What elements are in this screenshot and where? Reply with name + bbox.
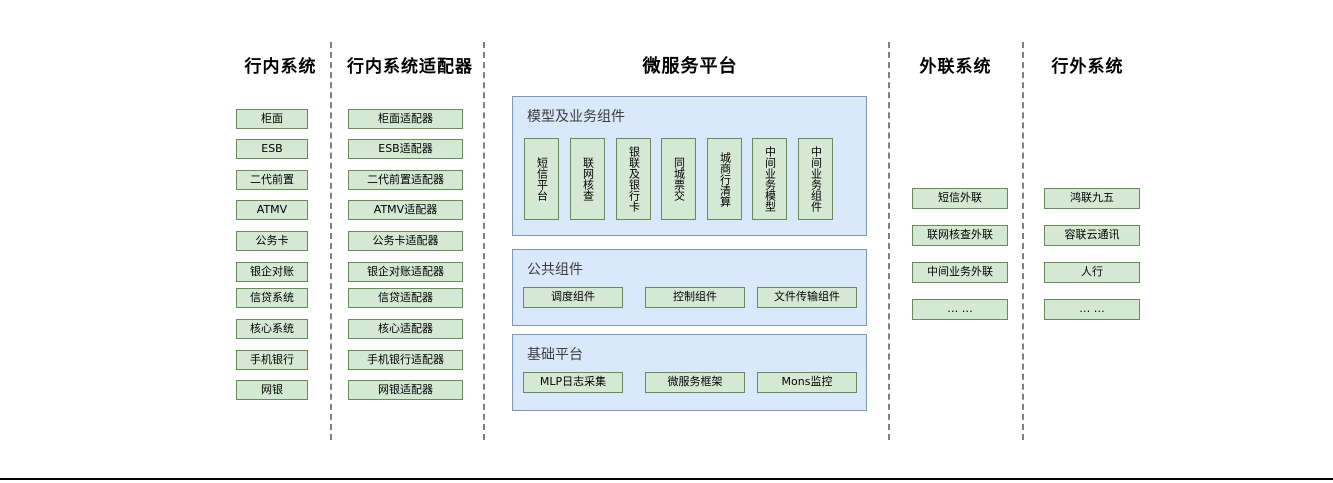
- node-external-link-system[interactable]: 中间业务外联: [912, 262, 1008, 283]
- node-model-component-label: 联网核查: [581, 157, 595, 201]
- column-title-external-link-systems: 外联系统: [919, 57, 992, 77]
- node-model-component[interactable]: 短信平台: [524, 138, 559, 220]
- node-model-component[interactable]: 联网核查: [570, 138, 605, 220]
- node-in-bank-adapter[interactable]: 核心适配器: [348, 319, 463, 339]
- node-in-bank-system[interactable]: 手机银行: [236, 350, 308, 370]
- node-in-bank-adapter[interactable]: ESB适配器: [348, 139, 463, 159]
- node-off-bank-system[interactable]: 人行: [1044, 262, 1140, 283]
- page-bottom-rule: [0, 478, 1333, 480]
- column-divider-4: [1022, 42, 1024, 440]
- node-in-bank-adapter[interactable]: 二代前置适配器: [348, 170, 463, 190]
- node-external-link-system[interactable]: … …: [912, 299, 1008, 320]
- node-model-component[interactable]: 银联及银行卡: [616, 138, 651, 220]
- node-external-link-system[interactable]: 联网核查外联: [912, 225, 1008, 246]
- node-in-bank-system[interactable]: ATMV: [236, 200, 308, 220]
- node-model-component[interactable]: 城商行清算: [707, 138, 742, 220]
- node-public-component[interactable]: 调度组件: [523, 287, 623, 308]
- node-in-bank-system[interactable]: 二代前置: [236, 170, 308, 190]
- column-divider-3: [888, 42, 890, 440]
- node-model-component-label: 同城票交: [672, 157, 686, 201]
- node-model-component[interactable]: 中间业务模型: [752, 138, 787, 220]
- node-in-bank-system[interactable]: 柜面: [236, 109, 308, 129]
- column-title-off-bank-systems: 行外系统: [1051, 57, 1124, 77]
- node-off-bank-system[interactable]: 鸿联九五: [1044, 188, 1140, 209]
- panel-title-base-platform: 基础平台: [527, 347, 583, 363]
- node-base-platform-component[interactable]: Mons监控: [757, 372, 857, 393]
- node-in-bank-adapter[interactable]: 柜面适配器: [348, 109, 463, 129]
- node-in-bank-adapter[interactable]: 手机银行适配器: [348, 350, 463, 370]
- node-in-bank-adapter[interactable]: 银企对账适配器: [348, 262, 463, 282]
- node-in-bank-adapter[interactable]: ATMV适配器: [348, 200, 463, 220]
- panel-title-model-business-components: 模型及业务组件: [527, 109, 625, 125]
- node-off-bank-system[interactable]: 容联云通讯: [1044, 225, 1140, 246]
- node-model-component-label: 短信平台: [535, 157, 549, 201]
- platform-title: 微服务平台: [642, 56, 738, 77]
- node-model-component-label: 银联及银行卡: [627, 146, 641, 212]
- node-in-bank-adapter[interactable]: 公务卡适配器: [348, 231, 463, 251]
- node-model-component[interactable]: 同城票交: [661, 138, 696, 220]
- node-public-component[interactable]: 文件传输组件: [757, 287, 857, 308]
- node-in-bank-system[interactable]: ESB: [236, 139, 308, 159]
- column-title-in-bank-systems: 行内系统: [244, 57, 317, 77]
- node-in-bank-system[interactable]: 核心系统: [236, 319, 308, 339]
- node-base-platform-component[interactable]: MLP日志采集: [523, 372, 623, 393]
- column-divider-1: [330, 42, 332, 440]
- node-in-bank-system[interactable]: 银企对账: [236, 262, 308, 282]
- node-model-component[interactable]: 中间业务组件: [798, 138, 833, 220]
- node-public-component[interactable]: 控制组件: [645, 287, 745, 308]
- node-model-component-label: 中间业务组件: [809, 146, 823, 212]
- panel-title-public-components: 公共组件: [527, 262, 583, 278]
- node-in-bank-system[interactable]: 信贷系统: [236, 288, 308, 308]
- node-external-link-system[interactable]: 短信外联: [912, 188, 1008, 209]
- node-in-bank-adapter[interactable]: 信贷适配器: [348, 288, 463, 308]
- column-divider-2: [483, 42, 485, 440]
- node-in-bank-adapter[interactable]: 网银适配器: [348, 380, 463, 400]
- node-in-bank-system[interactable]: 公务卡: [236, 231, 308, 251]
- node-base-platform-component[interactable]: 微服务框架: [645, 372, 745, 393]
- node-model-component-label: 中间业务模型: [763, 146, 777, 212]
- node-in-bank-system[interactable]: 网银: [236, 380, 308, 400]
- node-model-component-label: 城商行清算: [718, 151, 732, 207]
- column-title-in-bank-adapters: 行内系统适配器: [347, 57, 473, 77]
- node-off-bank-system[interactable]: … …: [1044, 299, 1140, 320]
